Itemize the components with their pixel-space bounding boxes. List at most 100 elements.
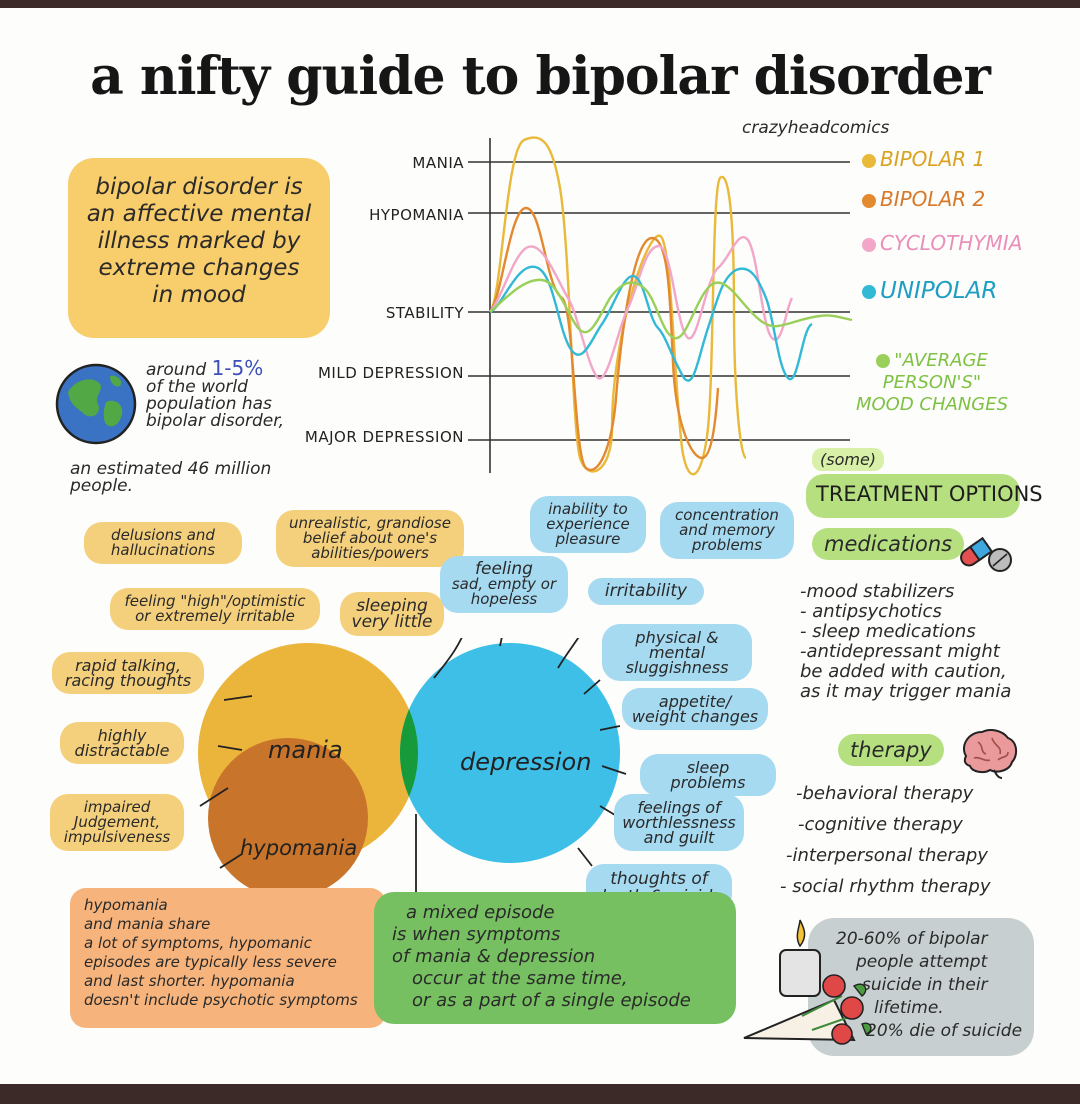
therapy-item: -cognitive therapy: [798, 814, 963, 835]
series-average: [489, 278, 853, 340]
note-line: a mixed episode: [406, 902, 555, 923]
symptom-text: experience: [546, 515, 630, 533]
stat-line: people attempt: [856, 952, 988, 972]
symptom-sleep-problems: sleep problems: [640, 754, 776, 796]
symptom-text: distractable: [74, 741, 170, 760]
symptom-sluggishness: physical & mental sluggishness: [602, 624, 752, 681]
medication-item: -antidepressant might: [800, 641, 1000, 662]
prevalence-estimate: an estimated 46 million people.: [70, 461, 271, 495]
symptom-text: weight changes: [631, 707, 759, 726]
prevalence-prefix: around: [146, 360, 207, 380]
y-label-hypomania: HYPOMANIA: [369, 206, 464, 224]
prevalence-line: population has: [146, 394, 272, 414]
legend-unipolar: UNIPOLAR: [862, 278, 998, 304]
prevalence-percent: 1-5%: [211, 356, 264, 380]
prevalence-stat: around 1-5% of the world population has …: [146, 358, 285, 431]
treatment-some: (some): [812, 448, 885, 471]
legend-dot-icon: [862, 153, 876, 168]
legend-average: "AVERAGE PERSON'S" MOOD CHANGES: [852, 350, 1012, 416]
legend-dot-icon: [862, 193, 876, 208]
hypomania-note: hypomania and mania share a lot of sympt…: [70, 888, 386, 1028]
symptom-appetite: appetite/ weight changes: [622, 688, 768, 730]
medication-item: - antipsychotics: [800, 601, 942, 622]
symptom-text: problems: [691, 536, 763, 554]
y-label-stability: STABILITY: [385, 304, 464, 322]
legend-dot-icon: [862, 284, 876, 299]
legend-label: BIPOLAR 2: [880, 187, 986, 211]
depression-label: depression: [460, 748, 592, 776]
medication-item: -mood stabilizers: [800, 581, 955, 602]
note-line: and mania share: [84, 915, 211, 933]
definition-line: an affective mental: [86, 201, 312, 227]
symptom-irritability: irritability: [588, 578, 704, 605]
author-credit: crazyheadcomics: [742, 118, 890, 138]
medication-item: be added with caution,: [800, 661, 1007, 682]
note-line: doesn't include psychotic symptoms: [84, 991, 358, 1009]
symptom-text: unrealistic, grandiose: [289, 514, 451, 532]
symptom-text: worthlessness: [622, 813, 736, 832]
mixed-episode-note: a mixed episode is when symptoms of mani…: [374, 892, 736, 1024]
legend-label: UNIPOLAR: [880, 278, 998, 304]
symptom-text: inability to: [548, 500, 628, 518]
mood-chart: [468, 136, 853, 476]
symptom-text: sad, empty or: [451, 575, 557, 593]
note-line: or as a part of a single episode: [412, 990, 691, 1011]
symptom-rapid-talking: rapid talking, racing thoughts: [52, 652, 204, 694]
symptom-text: feelings of: [637, 798, 721, 817]
symptom-text: or extremely irritable: [135, 607, 295, 625]
medication-item: - sleep medications: [800, 621, 976, 642]
symptom-text: and guilt: [643, 828, 715, 847]
symptom-text: irritability: [604, 581, 688, 601]
symptom-text: appetite/: [658, 692, 732, 711]
prevalence-line: of the world: [146, 377, 248, 397]
note-line: of mania & depression: [392, 946, 596, 967]
series-bipolar-1: [488, 136, 748, 476]
treatment-heading-bg: [806, 474, 1020, 518]
note-line: is when symptoms: [392, 924, 561, 945]
note-line: a lot of symptoms, hypomanic: [84, 934, 312, 952]
symptom-text: concentration: [675, 506, 779, 524]
note-line: occur at the same time,: [412, 968, 628, 989]
treatment-heading: TREATMENT OPTIONS: [816, 482, 1043, 506]
stat-line: lifetime.: [874, 998, 944, 1018]
symptom-text: and memory: [679, 521, 775, 539]
brain-icon: [963, 729, 1018, 779]
pills-icon: [960, 536, 1012, 572]
symptom-impaired-judgement: impaired Judgement, impulsiveness: [50, 794, 184, 851]
venn-diagram: [198, 638, 627, 900]
stat-line: suicide in their: [862, 975, 988, 995]
therapy-item: -behavioral therapy: [796, 783, 974, 804]
legend-dot-icon: [862, 237, 876, 252]
symptom-text: rapid talking,: [75, 656, 181, 675]
symptom-text: physical &: [635, 628, 719, 647]
prevalence-line: bipolar disorder,: [146, 411, 285, 431]
legend-dot-icon: [876, 354, 891, 368]
prevalence-line: an estimated 46 million: [70, 459, 272, 479]
legend-label: MOOD CHANGES: [855, 394, 1009, 415]
stat-line: 20% die of suicide: [866, 1021, 1023, 1041]
globe-icon: [55, 363, 137, 445]
symptom-text: impulsiveness: [63, 828, 171, 846]
symptom-text: sleep problems: [670, 758, 746, 792]
symptom-text: thoughts of: [610, 869, 708, 889]
symptom-delusions: delusions and hallucinations: [84, 522, 242, 564]
definition-line: bipolar disorder is: [95, 174, 303, 200]
legend-label: "AVERAGE: [894, 350, 988, 371]
definition-line: extreme changes: [98, 255, 300, 281]
symptom-text: impaired: [83, 798, 151, 816]
legend-label: PERSON'S": [882, 372, 982, 393]
series-cyclothymia: [489, 236, 794, 380]
symptom-text: mental: [648, 643, 706, 662]
definition-line: in mood: [152, 282, 246, 308]
stat-line: 20-60% of bipolar: [836, 929, 988, 949]
symptom-text: highly: [97, 726, 147, 745]
symptom-text: feeling: [475, 559, 533, 579]
medications-label: medications: [812, 528, 965, 560]
symptom-grandiose: unrealistic, grandiose belief about one'…: [276, 510, 464, 567]
symptom-text: pleasure: [555, 530, 621, 548]
series-unipolar: [489, 265, 813, 382]
hypomania-label: hypomania: [240, 836, 358, 860]
symptom-text: sluggishness: [625, 658, 729, 677]
symptom-text: abilities/powers: [311, 544, 429, 562]
symptom-text: very little: [351, 612, 433, 632]
